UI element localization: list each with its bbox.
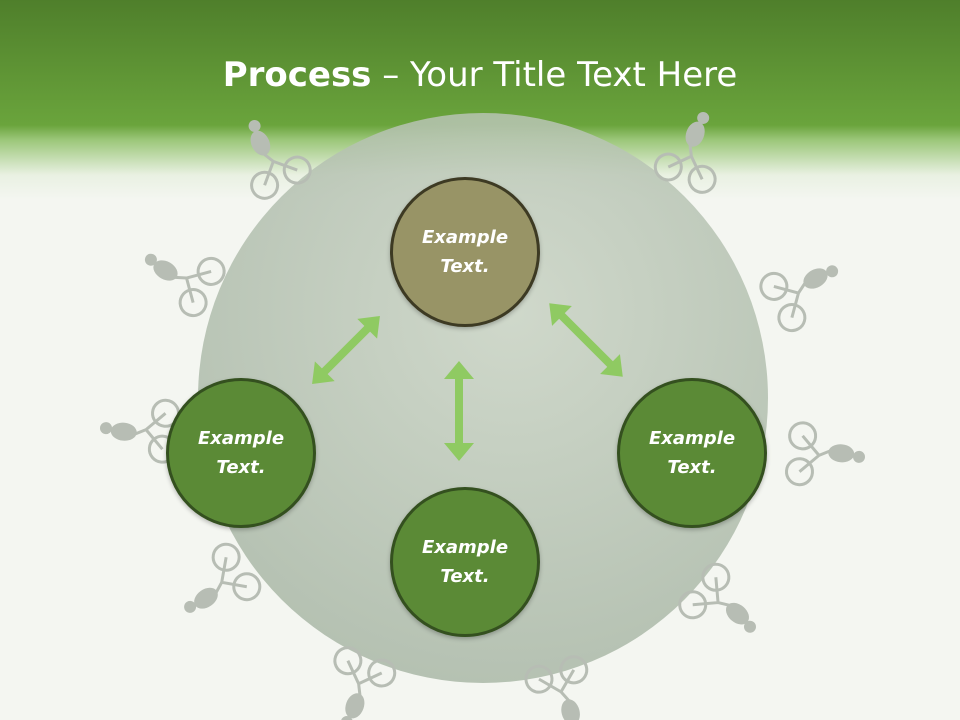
node-label: Example Text. [421, 227, 509, 277]
title-bold-part: Process [222, 55, 372, 95]
double-arrow-icon [549, 303, 623, 377]
node-label: Example Text. [197, 428, 285, 478]
double-arrow-icon [312, 316, 380, 384]
title-rest-part: – Your Title Text Here [371, 55, 738, 95]
node-label: Example Text. [421, 537, 509, 587]
node-label: Example Text. [648, 428, 736, 478]
process-node-right: Example Text. [617, 378, 767, 528]
double-arrow-icon [444, 361, 474, 461]
process-node-bottom: Example Text. [390, 487, 540, 637]
globe [198, 113, 768, 683]
slide-title: Process – Your Title Text Here [0, 50, 960, 100]
process-node-left: Example Text. [166, 378, 316, 528]
process-node-top: Example Text. [390, 177, 540, 327]
